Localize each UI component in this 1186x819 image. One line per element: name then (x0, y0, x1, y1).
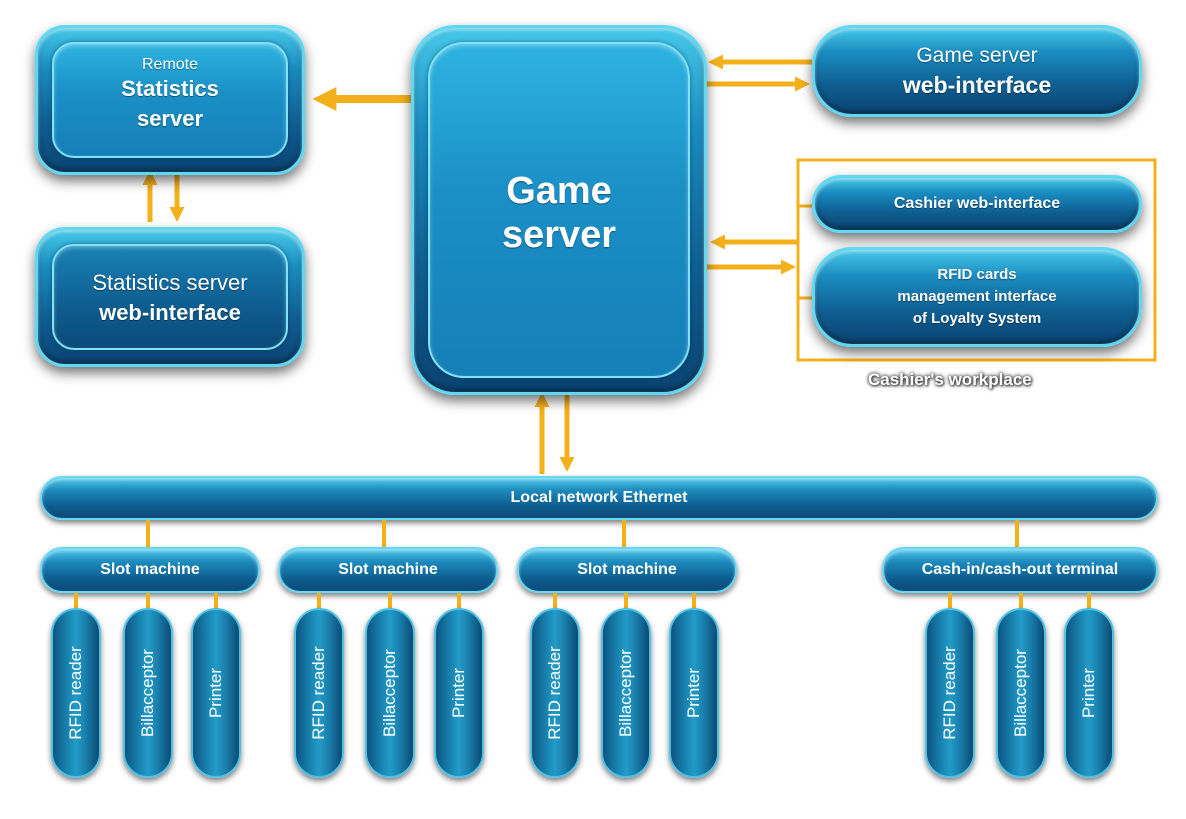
dev-link (1019, 593, 1023, 609)
slot-machine-label: Slot machine (338, 561, 438, 578)
device-label: Printer (684, 667, 703, 719)
dev-link (214, 593, 218, 609)
dev-link (624, 593, 628, 609)
remote-statistics-server: Remote Statistics server (35, 25, 305, 175)
device-label: Billacceptor (138, 649, 157, 737)
drop-1 (146, 520, 150, 548)
rfid-mgmt-line2: management interface (897, 288, 1057, 305)
game-web-line2: web-interface (902, 72, 1052, 98)
drop-2 (382, 520, 386, 548)
game-server-line1: Game (506, 170, 612, 212)
billacceptor-1: Billacceptor (123, 608, 173, 778)
dev-link (553, 593, 557, 609)
dev-link (146, 593, 150, 609)
stats-web-line1: Statistics server (92, 270, 248, 295)
rfid-cards-management-interface: RFID cards management interface of Loyal… (812, 247, 1142, 347)
cashier-workplace-caption: Cashier's workplace (868, 370, 1032, 389)
slot-machine-label: Slot machine (577, 561, 677, 578)
device-label: Printer (206, 667, 225, 719)
printer-4: Printer (1064, 608, 1114, 778)
billacceptor-2: Billacceptor (365, 608, 415, 778)
device-label: Printer (449, 667, 468, 719)
printer-2: Printer (434, 608, 484, 778)
device-label: Billacceptor (380, 649, 399, 737)
device-label: RFID reader (309, 646, 328, 740)
dev-link (1087, 593, 1091, 609)
game-web-line1: Game server (916, 44, 1038, 67)
local-network-ethernet: Local network Ethernet (40, 476, 1158, 520)
device-label: RFID reader (940, 646, 959, 740)
device-label: RFID reader (66, 646, 85, 740)
dev-link (317, 593, 321, 609)
dev-link (948, 593, 952, 609)
device-label: Printer (1079, 667, 1098, 719)
printer-3: Printer (669, 608, 719, 778)
slot-machine-label: Slot machine (100, 561, 200, 578)
drop-3 (622, 520, 626, 548)
dev-link (388, 593, 392, 609)
slot-machine-2: Slot machine (278, 547, 498, 593)
slot-machine-1: Slot machine (40, 547, 260, 593)
dev-link (692, 593, 696, 609)
rfid-reader-3: RFID reader (530, 608, 580, 778)
rfid-reader-2: RFID reader (294, 608, 344, 778)
slot-machine-3: Slot machine (517, 547, 737, 593)
device-label: Billacceptor (616, 649, 635, 737)
stats-web-line2: web-interface (99, 300, 241, 325)
game-server: Game server (411, 25, 707, 395)
cash-terminal-label: Cash-in/cash-out terminal (921, 561, 1119, 578)
remote-label: Remote (141, 56, 199, 73)
rfid-mgmt-line1: RFID cards (937, 266, 1017, 283)
rfid-reader-1: RFID reader (51, 608, 101, 778)
device-label: RFID reader (545, 646, 564, 740)
printer-1: Printer (191, 608, 241, 778)
game-server-web-interface: Game server web-interface (812, 25, 1142, 117)
device-label: Billacceptor (1011, 649, 1030, 737)
cashier-web-label: Cashier web-interface (893, 195, 1061, 212)
statistics-server-web-interface: Statistics server web-interface (35, 227, 305, 367)
statistics-label: Statistics (121, 76, 219, 101)
drop-4 (1015, 520, 1019, 548)
cashier-web-interface: Cashier web-interface (812, 175, 1142, 233)
billacceptor-4: Billacceptor (996, 608, 1046, 778)
rfid-mgmt-line3: of Loyalty System (912, 310, 1042, 327)
cashier-workplace-frame (796, 158, 1157, 362)
dev-link (457, 593, 461, 609)
billacceptor-3: Billacceptor (601, 608, 651, 778)
rfid-reader-4: RFID reader (925, 608, 975, 778)
network-label: Local network Ethernet (510, 489, 688, 506)
server-label: server (136, 106, 204, 131)
cash-terminal: Cash-in/cash-out terminal (882, 547, 1158, 593)
game-server-line2: server (501, 214, 617, 256)
dev-link (74, 593, 78, 609)
